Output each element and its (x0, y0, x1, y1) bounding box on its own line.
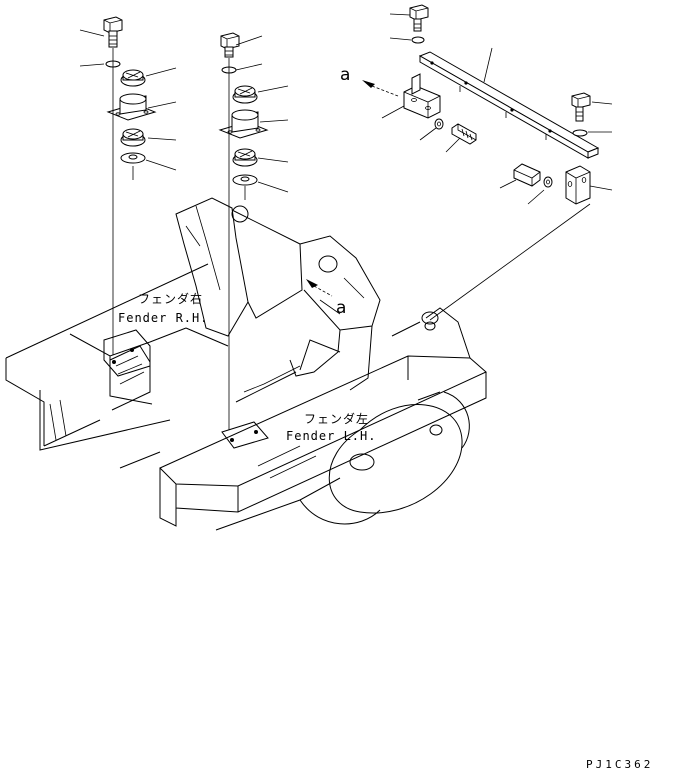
rail-bracket-right (565, 165, 613, 205)
rail-right-bolt (571, 92, 613, 137)
lh-cushion-upper (232, 85, 258, 104)
rh-cushion-lower (120, 128, 146, 147)
rh-bolt (103, 16, 123, 48)
fender-lh-line-2: Fender L.H. (286, 429, 376, 443)
view-arrow-a-mid: a (306, 279, 346, 318)
view-arrow-a-top: a (340, 65, 399, 97)
view-a-label-top: a (340, 65, 350, 85)
rh-cushion-upper (120, 69, 146, 87)
lh-mount-bracket (218, 109, 269, 139)
lh-bolt (220, 32, 240, 58)
rail-lower-bolt (499, 163, 553, 205)
support-rail (418, 47, 600, 159)
fender-rh-line-2: Fender R.H. (118, 311, 208, 325)
rail-assembly (381, 4, 613, 321)
rh-mount-stack (79, 16, 177, 355)
rh-plate-washer (120, 152, 146, 164)
view-a-label-mid: a (336, 298, 346, 318)
fender-lh-label: フェンダ左 Fender L.H. (286, 411, 377, 443)
rh-mount-bracket (106, 93, 157, 121)
lh-cushion-lower (232, 148, 258, 167)
lh-plate-washer (232, 174, 258, 186)
fender-lh-line-1: フェンダ左 (304, 411, 369, 426)
fender-rh-label: フェンダ右 Fender R.H. (118, 291, 211, 325)
fender-rh-line-1: フェンダ右 (138, 291, 203, 306)
rail-bracket-left (381, 73, 441, 119)
machine-body (5, 197, 487, 531)
rail-side-bolt (419, 118, 477, 153)
rail-top-bolt (389, 4, 429, 44)
drawing-code: PJ1C362 (586, 758, 653, 771)
lh-mount-stack (218, 32, 289, 430)
